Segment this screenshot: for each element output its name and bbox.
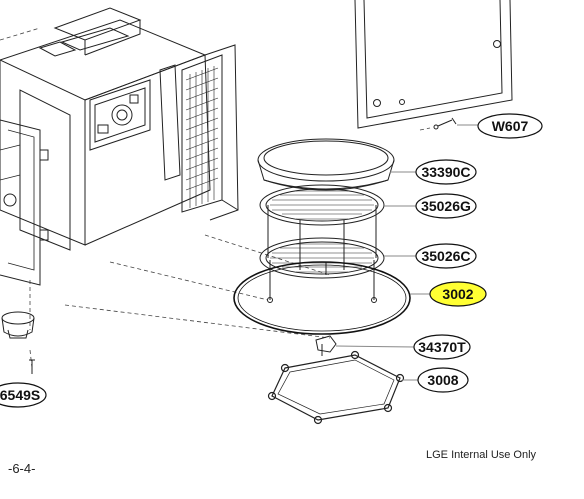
callout-w607-label: W607: [492, 118, 529, 134]
callout-35026c-label: 35026C: [421, 248, 470, 264]
callout-3002[interactable]: 3002: [429, 281, 487, 307]
page-number: -6-4-: [8, 461, 36, 476]
callout-3002-label: 3002: [442, 286, 473, 302]
callout-35026c[interactable]: 35026C: [415, 243, 477, 269]
callout-33390c[interactable]: 33390C: [415, 159, 477, 185]
glass-tray: [257, 138, 395, 191]
callout-34370t-label: 34370T: [418, 339, 466, 355]
callout-34370t[interactable]: 34370T: [413, 334, 471, 360]
callout-w607[interactable]: W607: [477, 113, 543, 139]
callout-6549s[interactable]: 6549S: [0, 382, 47, 408]
lower-rack: [259, 237, 385, 303]
callout-3008-label: 3008: [427, 372, 458, 388]
callout-33390c-label: 33390C: [421, 164, 470, 180]
roller-frame: [267, 350, 405, 425]
back-panel: [354, 0, 513, 129]
coupler: [315, 335, 337, 356]
screw-w607: [433, 117, 457, 130]
callout-3008[interactable]: 3008: [417, 367, 469, 393]
internal-use-note: LGE Internal Use Only: [426, 449, 537, 461]
upper-rack: [259, 184, 385, 270]
motor-part: [1, 311, 35, 374]
leader-lines: [335, 124, 478, 381]
microwave-cabinet: [0, 7, 239, 286]
callout-6549s-label: 6549S: [0, 387, 40, 403]
gasket-ring: [233, 261, 411, 335]
callout-35026g-label: 35026G: [421, 198, 471, 214]
callout-35026g[interactable]: 35026G: [415, 193, 477, 219]
